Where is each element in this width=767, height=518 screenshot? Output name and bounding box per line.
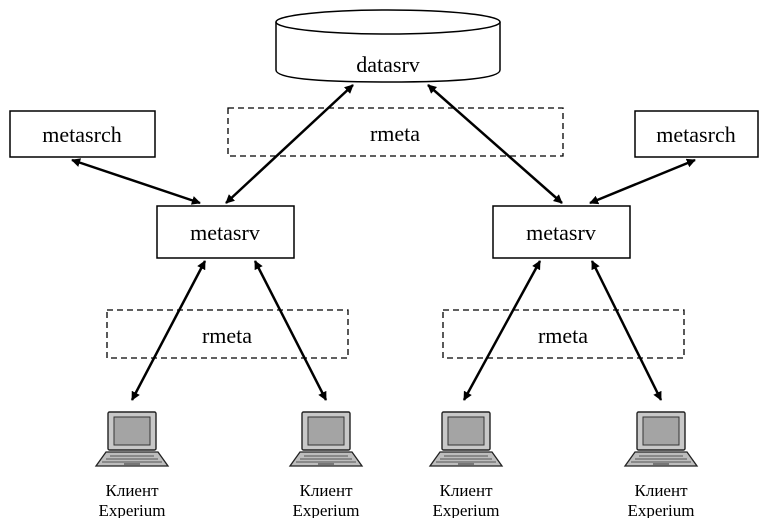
rmeta-region-right: rmeta: [442, 309, 685, 359]
arrow-datasrv-metasrv-right: [427, 84, 563, 204]
client-node-4: Клиент Experium: [624, 411, 698, 518]
arrow-datasrv-metasrv-left: [225, 84, 354, 204]
metasrv-node-right: metasrv: [492, 205, 631, 259]
client-label-line2: Experium: [292, 501, 359, 518]
metasrv-label-right: metasrv: [526, 220, 596, 245]
client-label-line1: Клиент: [440, 481, 494, 500]
client-label-line1: Клиент: [106, 481, 160, 500]
datasrv-database-node: datasrv: [275, 9, 501, 83]
metasrv-label-left: metasrv: [190, 220, 260, 245]
client-label-line2: Experium: [432, 501, 499, 518]
metasrch-label-right: metasrch: [656, 122, 735, 147]
client-node-2: Клиент Experium: [289, 411, 363, 518]
metasrch-label-left: metasrch: [42, 122, 121, 147]
rmeta-label-top: rmeta: [370, 121, 420, 146]
arrow-metasrch-metasrv-right: [589, 158, 696, 205]
client-node-3: Клиент Experium: [429, 411, 503, 518]
metasrch-node-left: metasrch: [9, 110, 156, 158]
metasrv-node-left: metasrv: [156, 205, 295, 259]
rmeta-label-left: rmeta: [202, 323, 252, 348]
client-label-line2: Experium: [627, 501, 694, 518]
rmeta-label-right: rmeta: [538, 323, 588, 348]
arrow-metasrv-left-client-1: [130, 260, 207, 401]
arrow-metasrv-right-client-4: [590, 260, 663, 401]
client-node-1: Клиент Experium: [95, 411, 169, 518]
arrow-metasrv-right-client-3: [462, 260, 542, 401]
arrow-metasrv-left-client-2: [253, 260, 328, 401]
laptop-icon: [95, 411, 169, 467]
laptop-icon: [624, 411, 698, 467]
metasrch-node-right: metasrch: [634, 110, 759, 158]
rmeta-region-left: rmeta: [106, 309, 349, 359]
rmeta-region-top: rmeta: [227, 107, 564, 157]
datasrv-label: datasrv: [356, 52, 420, 77]
client-label-line1: Клиент: [635, 481, 689, 500]
client-label-line2: Experium: [98, 501, 165, 518]
laptop-icon: [429, 411, 503, 467]
client-label-line1: Клиент: [300, 481, 354, 500]
laptop-icon: [289, 411, 363, 467]
arrow-metasrch-metasrv-left: [71, 158, 201, 205]
